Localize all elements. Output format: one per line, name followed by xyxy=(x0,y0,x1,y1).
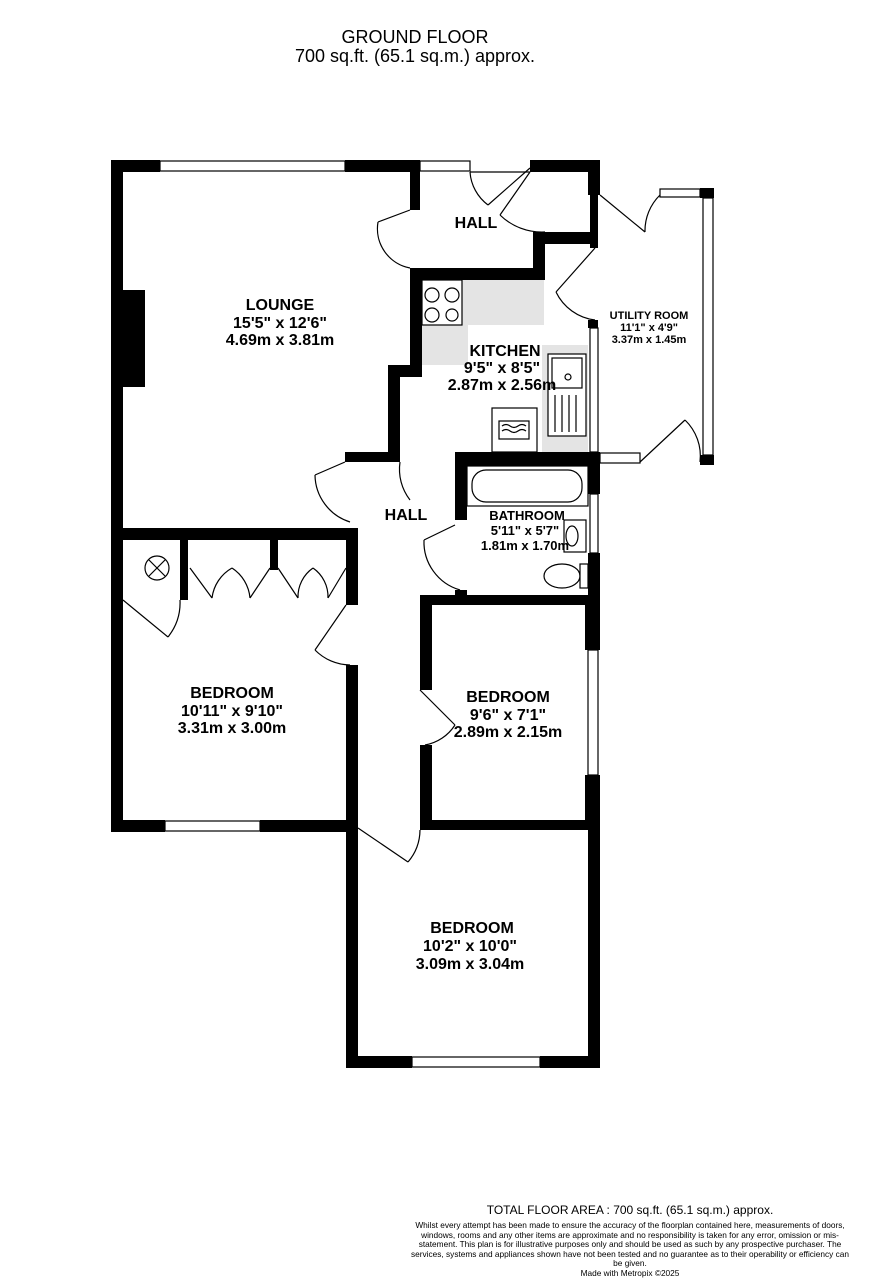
hall-top-name: HALL xyxy=(455,215,498,232)
floor-title: GROUND FLOOR xyxy=(341,27,489,47)
walls xyxy=(111,160,714,1068)
bathroom-imperial: 5'11" x 5'7" xyxy=(491,523,559,538)
washing-machine-icon xyxy=(491,407,538,453)
boiler-icon xyxy=(144,555,170,581)
total-floor-area: TOTAL FLOOR AREA : 700 sq.ft. (65.1 sq.m… xyxy=(486,1203,774,1217)
kitchen-imperial: 9'5" x 8'5" xyxy=(464,360,540,377)
hall-mid-name: HALL xyxy=(385,507,428,524)
kitchen-name: KITCHEN xyxy=(469,343,540,360)
hob-icon xyxy=(421,279,463,326)
toilet-icon xyxy=(543,563,589,589)
doors xyxy=(122,167,701,863)
bath-icon xyxy=(466,465,589,507)
bedroom1-metric: 3.31m x 3.00m xyxy=(178,720,287,737)
bedroom3-name: BEDROOM xyxy=(430,920,514,937)
bedroom1-imperial: 10'11" x 9'10" xyxy=(181,703,283,720)
lounge-name: LOUNGE xyxy=(246,297,315,314)
lounge-imperial: 15'5" x 12'6" xyxy=(233,315,327,332)
kitchen-metric: 2.87m x 2.56m xyxy=(448,377,557,394)
bedroom2-imperial: 9'6" x 7'1" xyxy=(470,707,546,724)
bathroom-name: BATHROOM xyxy=(489,508,565,523)
bedroom3-imperial: 10'2" x 10'0" xyxy=(423,938,517,955)
utility-imperial: 11'1" x 4'9" xyxy=(620,322,678,334)
lounge-metric: 4.69m x 3.81m xyxy=(226,332,335,349)
floor-plan: LOUNGE 15'5" x 12'6" 4.69m x 3.81m HALL … xyxy=(111,160,714,1068)
bathroom-metric: 1.81m x 1.70m xyxy=(481,538,569,553)
bedroom3-metric: 3.09m x 3.04m xyxy=(416,956,525,973)
credit-text: Made with Metropix ©2025 xyxy=(580,1267,680,1278)
disclaimer-block: Whilst every attempt has been made to en… xyxy=(410,1220,850,1279)
sink-icon xyxy=(547,353,587,437)
bedroom2-name: BEDROOM xyxy=(466,689,550,706)
utility-name: UTILITY ROOM xyxy=(610,310,689,322)
basin-icon xyxy=(563,519,587,553)
disclaimer-text: Whilst every attempt has been made to en… xyxy=(410,1220,849,1269)
windows xyxy=(159,160,714,1068)
bedroom1-name: BEDROOM xyxy=(190,685,274,702)
floor-area: 700 sq.ft. (65.1 sq.m.) approx. xyxy=(294,46,536,66)
bedroom2-metric: 2.89m x 2.15m xyxy=(454,724,563,741)
utility-metric: 3.37m x 1.45m xyxy=(612,334,687,346)
